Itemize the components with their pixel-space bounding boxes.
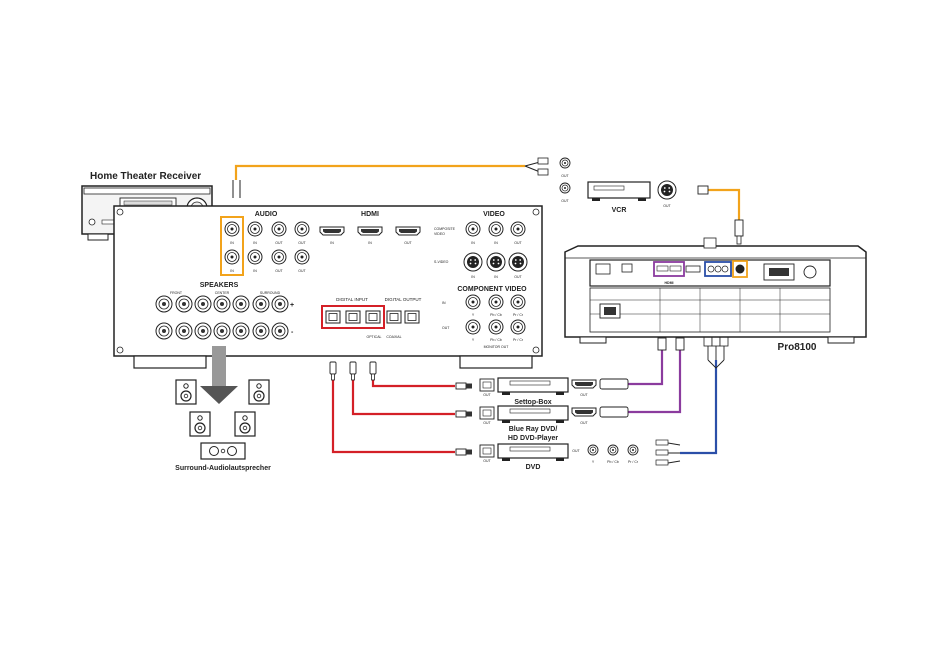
dvd-opt-out: OUT xyxy=(483,459,491,463)
bluray-label-1: Blue Ray DVD/ xyxy=(509,426,558,433)
optical-label: OPTICAL xyxy=(367,335,382,339)
vcr-cable xyxy=(706,188,741,220)
speaker-front-right-icon xyxy=(248,379,270,405)
video-in-1: IN xyxy=(471,241,475,245)
coaxial-label: COAXIAL xyxy=(386,335,401,339)
audio-in-3: IN xyxy=(253,241,257,245)
digital-input-highlight xyxy=(321,305,385,329)
top-out-2: OUT xyxy=(561,199,569,203)
audio-out-1: OUT xyxy=(275,241,283,245)
digital-output-label: DIGITAL OUTPUT xyxy=(385,297,422,302)
pro8100-label: Pro8100 xyxy=(778,342,817,353)
settop-opt-out: OUT xyxy=(483,393,491,397)
surround-label: Surround-Audiolautsprecher xyxy=(175,465,271,472)
component-video-label: COMPONENT VIDEO xyxy=(457,286,527,293)
speaker-surround-right-icon xyxy=(234,411,256,437)
audio-out-4: OUT xyxy=(298,269,306,273)
composite-label-1: COMPOSITE xyxy=(434,227,456,231)
composite-label-2: VIDEO xyxy=(434,232,445,236)
video-in-2: IN xyxy=(494,241,498,245)
component-cable xyxy=(680,360,718,455)
svideo-in-2: IN xyxy=(494,275,498,279)
hdmi-in-2: IN xyxy=(368,241,372,245)
bluray-device xyxy=(479,405,569,423)
settop-box-label: Settop-Box xyxy=(514,399,551,406)
hdmi-label: HDMI xyxy=(361,211,379,218)
dvd-device xyxy=(479,443,569,461)
bluray-hdmi-out: OUT xyxy=(580,421,588,425)
top-out-1: OUT xyxy=(561,174,569,178)
hdmi-in-1: IN xyxy=(330,241,334,245)
dvd-pb: Pb / Cb xyxy=(607,460,619,464)
speaker-plus: + xyxy=(290,302,294,309)
comp-pb-1: Pb / Cb xyxy=(490,313,502,317)
speaker-front-label: FRONT xyxy=(170,291,183,295)
audio-out-3: OUT xyxy=(298,241,306,245)
comp-pr-2: Pr / Cr xyxy=(513,338,524,342)
hdmi-out: OUT xyxy=(404,241,412,245)
hdmi-cables xyxy=(628,348,682,414)
speaker-front-left-icon xyxy=(175,379,197,405)
svideo-out: OUT xyxy=(514,275,522,279)
dvd-label: DVD xyxy=(526,464,541,471)
monitor-out-label: MONITOR OUT xyxy=(484,345,510,349)
speaker-surround-label: SURROUND xyxy=(260,291,281,295)
audio-in-4: IN xyxy=(253,269,257,273)
s-video-label: S-VIDEO xyxy=(434,260,449,264)
projector-svideo-highlight xyxy=(732,260,748,278)
vcr-out: OUT xyxy=(663,204,671,208)
dvd-pr: Pr / Cr xyxy=(628,460,639,464)
audio-cable xyxy=(234,164,525,180)
settop-hdmi-out: OUT xyxy=(580,393,588,397)
audio-in-2: IN xyxy=(230,269,234,273)
audio-in-highlight xyxy=(220,216,244,276)
comp-pb-2: Pb / Cb xyxy=(490,338,502,342)
projector-component-highlight xyxy=(704,261,732,277)
comp-y-1: Y xyxy=(472,313,475,317)
projector-pro8100 xyxy=(564,237,867,344)
speakers-label: SPEAKERS xyxy=(200,282,239,289)
home-theater-receiver-label: Home Theater Receiver xyxy=(90,171,201,182)
vcr-device xyxy=(587,181,651,201)
comp-out-label: OUT xyxy=(442,326,450,330)
dvd-comp-out: OUT xyxy=(572,449,580,453)
svideo-in-1: IN xyxy=(471,275,475,279)
center-speaker-icon xyxy=(200,442,246,460)
speaker-surround-left-icon xyxy=(189,411,211,437)
comp-pr-1: Pr / Cr xyxy=(513,313,524,317)
dvd-y: Y xyxy=(592,460,595,464)
comp-in-label: IN xyxy=(442,301,446,305)
spdif-cables xyxy=(331,378,455,454)
comp-y-2: Y xyxy=(472,338,475,342)
video-label: VIDEO xyxy=(483,211,505,218)
audio-label: AUDIO xyxy=(255,211,278,218)
settop-box-device xyxy=(479,377,569,395)
bluray-label-2: HD DVD-Player xyxy=(508,435,558,442)
bluray-opt-out: OUT xyxy=(483,421,491,425)
audio-in-1: IN xyxy=(230,241,234,245)
down-arrow-icon xyxy=(200,346,238,404)
video-out: OUT xyxy=(514,241,522,245)
speaker-minus: - xyxy=(291,329,294,336)
audio-out-2: OUT xyxy=(275,269,283,273)
digital-input-label: DIGITAL INPUT xyxy=(336,297,368,302)
projector-hdmi-highlight xyxy=(653,261,685,277)
speaker-center-label: CENTER xyxy=(215,291,230,295)
projector-hdmi-logo: HDMI xyxy=(665,281,674,285)
vcr-label: VCR xyxy=(612,207,627,214)
